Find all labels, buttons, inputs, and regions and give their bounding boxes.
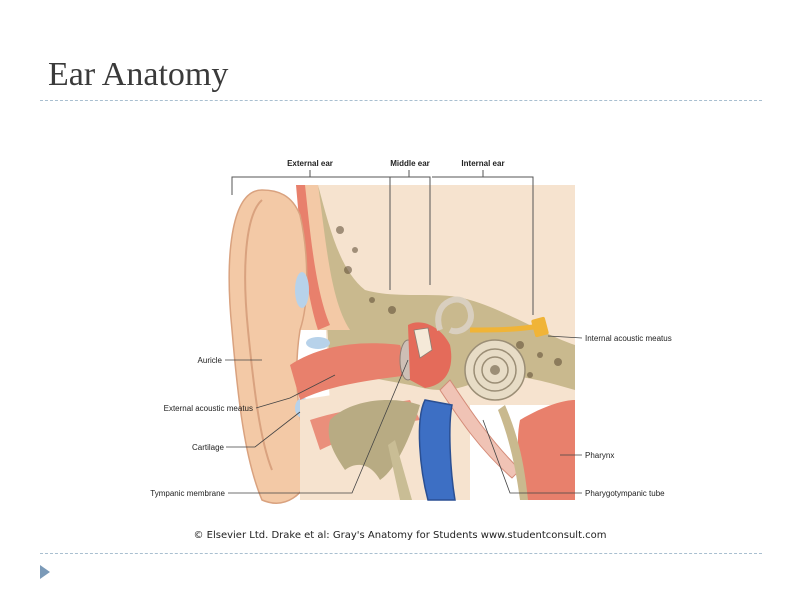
title-divider: [40, 100, 762, 101]
auricle-shape: [228, 189, 313, 504]
label-tympanic-membrane: Tympanic membrane: [150, 489, 225, 498]
semicircular-canals: [435, 296, 474, 335]
play-arrow-icon[interactable]: [40, 565, 50, 579]
cochlea: [464, 339, 526, 401]
blood-vessel: [418, 399, 456, 501]
figure-caption: © Elsevier Ltd. Drake et al: Gray's Anat…: [193, 530, 607, 541]
slide-title: Ear Anatomy: [48, 56, 229, 93]
ossicles: [413, 327, 433, 359]
internal-acoustic-meatus-shape: [531, 316, 549, 338]
pharynx-shape: [517, 400, 575, 500]
scalp-muscle: [296, 185, 330, 330]
pharyngotympanic-tube-shape: [439, 379, 521, 479]
external-acoustic-meatus: [290, 343, 410, 400]
footer-divider: [40, 553, 762, 554]
label-internal-acoustic-meatus: Internal acoustic meatus: [585, 334, 672, 343]
cartilage-piece: [306, 337, 330, 349]
label-pharynx: Pharynx: [585, 451, 614, 460]
leader-lines: [225, 335, 583, 494]
region-label-middle-ear: Middle ear: [390, 159, 430, 168]
cartilage-piece: [295, 272, 309, 308]
label-auricle: Auricle: [198, 356, 223, 365]
label-pharyngotympanic-tube: Pharygotympanic tube: [585, 489, 665, 498]
temporal-bone: [318, 185, 575, 390]
auricle-fold: [244, 199, 273, 471]
region-label-external-ear: External ear: [287, 159, 333, 168]
pharynx-lining: [498, 405, 528, 500]
label-external-acoustic-meatus: External acoustic meatus: [164, 404, 253, 413]
region-label-internal-ear: Internal ear: [461, 159, 504, 168]
label-cartilage: Cartilage: [192, 443, 225, 452]
styloid-process: [388, 440, 412, 500]
region-brackets: [231, 170, 534, 315]
